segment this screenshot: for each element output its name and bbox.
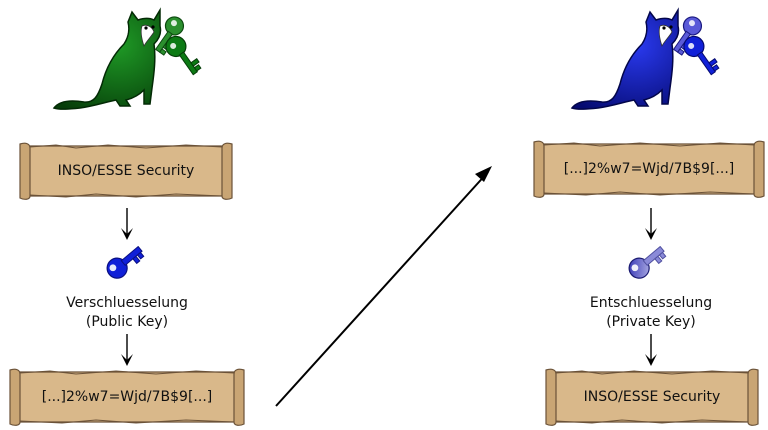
plaintext-label: INSO/ESSE Security	[57, 163, 195, 179]
encryption-caption: Verschluesselung (Public Key)	[27, 294, 227, 332]
public-key-icon	[104, 245, 150, 292]
ciphertext-label: [...]2%w7=Wjd/7B$9[...]	[563, 161, 735, 177]
private-key-icon	[626, 245, 672, 292]
plaintext-scroll-right: INSO/ESSE Security	[542, 366, 762, 428]
plaintext-scroll-left: INSO/ESSE Security	[16, 140, 236, 202]
flow-arrow-1	[120, 208, 134, 242]
parchment-scroll-icon	[533, 140, 765, 198]
parchment-scroll-icon	[545, 368, 759, 426]
ciphertext-label: [...]2%w7=Wjd/7B$9[...]	[41, 389, 213, 405]
transmission-arrow	[270, 160, 500, 412]
ciphertext-scroll-right: [...]2%w7=Wjd/7B$9[...]	[530, 138, 768, 200]
flow-arrow-2	[120, 334, 134, 368]
sender-cat-icon	[50, 4, 210, 112]
operation-label: Verschluesselung	[66, 295, 188, 311]
decryption-caption: Entschluesselung (Private Key)	[551, 294, 751, 332]
plaintext-label: INSO/ESSE Security	[583, 389, 721, 405]
key-type-label: (Public Key)	[85, 314, 169, 330]
ciphertext-scroll-left: [...]2%w7=Wjd/7B$9[...]	[6, 366, 248, 428]
flow-arrow-3	[644, 208, 658, 242]
flow-arrow-4	[644, 334, 658, 368]
key-type-label: (Private Key)	[606, 314, 696, 330]
operation-label: Entschluesselung	[589, 295, 713, 311]
parchment-scroll-icon	[9, 368, 245, 426]
parchment-scroll-icon	[19, 142, 233, 200]
receiver-cat-icon	[568, 4, 728, 112]
